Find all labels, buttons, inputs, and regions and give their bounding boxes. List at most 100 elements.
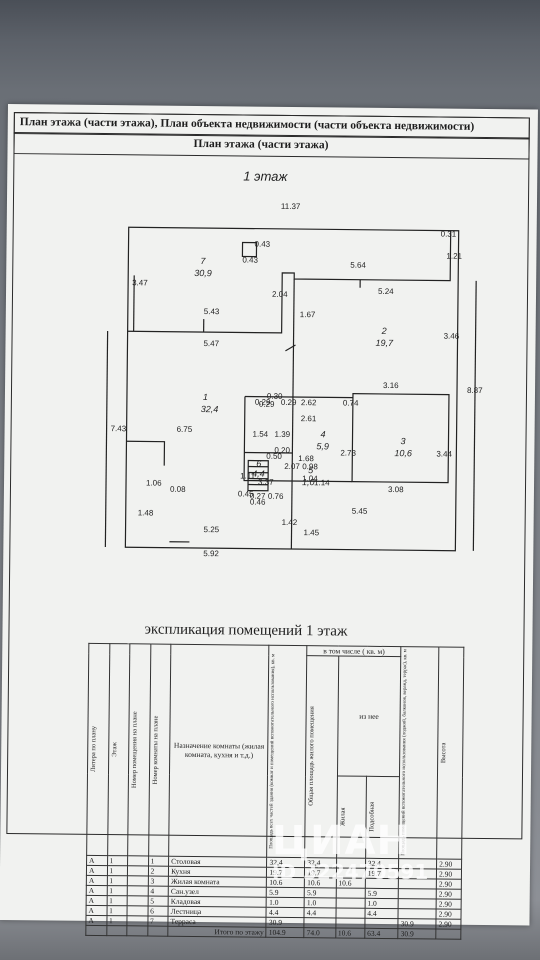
total-label: Итого по этажу bbox=[167, 925, 267, 937]
dim: 5.45 bbox=[352, 507, 368, 516]
explication-table: Литера по плану Этаж Номер помещения на … bbox=[85, 643, 464, 939]
cell-empty bbox=[127, 905, 148, 916]
dim: 3.44 bbox=[436, 450, 452, 459]
cell-other: 30.9 bbox=[398, 918, 437, 929]
th-plan-num: Номер помещения на плане bbox=[130, 711, 139, 789]
room-1-num: 1 bbox=[203, 392, 208, 402]
cell-floor: 1 bbox=[107, 855, 128, 866]
cell-empty bbox=[127, 865, 149, 876]
th-living-total: Общая площадь жилого помещения bbox=[307, 706, 316, 807]
cell-lit: А bbox=[86, 864, 108, 876]
dim: 3.16 bbox=[383, 381, 399, 390]
room-7-area: 30,9 bbox=[194, 268, 212, 278]
cell-gen: 1.0 bbox=[304, 897, 336, 908]
th-height: Высота bbox=[440, 742, 448, 764]
cell-name: Сан.узел bbox=[168, 885, 267, 897]
dim: 1.21 bbox=[446, 252, 462, 261]
cian-watermark: ЦИАН ID 322470591 bbox=[272, 818, 428, 884]
cell-floor: 1 bbox=[106, 875, 128, 886]
cell-name: Столовая bbox=[168, 855, 268, 867]
wall-room3 bbox=[351, 393, 450, 484]
cell-gen bbox=[304, 917, 336, 928]
cell-aux: 4.4 bbox=[364, 907, 399, 919]
dim: 1.39 bbox=[275, 430, 291, 439]
dim: 1.06 bbox=[146, 478, 162, 487]
cell-other bbox=[398, 888, 437, 899]
cell-h: 2.90 bbox=[435, 918, 461, 929]
cell-h: 2.90 bbox=[436, 908, 462, 919]
cell-empty bbox=[127, 875, 149, 886]
total-living: 10.6 bbox=[335, 927, 365, 938]
cell-name: Лестница bbox=[168, 905, 267, 917]
room-5-num: 5 bbox=[308, 465, 314, 475]
floor-label: 1 этаж bbox=[243, 168, 288, 183]
dim: 3.08 bbox=[388, 485, 404, 494]
document-sheet: План этажа (части этажа), План объекта н… bbox=[0, 104, 538, 939]
room-4-num: 4 bbox=[321, 429, 326, 439]
dim: 1.11 bbox=[240, 471, 256, 480]
dim: 0.45 bbox=[238, 489, 254, 498]
cell-h: 2.90 bbox=[436, 868, 462, 879]
dim: 8.87 bbox=[467, 386, 483, 395]
dim: 0.43 bbox=[242, 255, 258, 264]
cell-room: 7 bbox=[147, 915, 169, 926]
cell-floor: 1 bbox=[106, 885, 128, 896]
dim: 5.92 bbox=[203, 549, 219, 558]
cell-room: 1 bbox=[148, 855, 169, 866]
room-3-area: 10,6 bbox=[394, 448, 412, 458]
dim: 1.54 bbox=[253, 430, 269, 439]
cell-lit: А bbox=[86, 884, 107, 896]
cell-living bbox=[335, 887, 366, 898]
cell-gen: 5.9 bbox=[304, 887, 336, 898]
cell-h: 2.90 bbox=[436, 878, 462, 889]
dim: 0.43 bbox=[254, 240, 270, 249]
dim: 1.42 bbox=[282, 518, 298, 527]
cell-other bbox=[398, 908, 437, 919]
dim: 1.67 bbox=[300, 310, 316, 319]
cell-name: Кладовая bbox=[168, 895, 267, 907]
cell-total: 5.9 bbox=[266, 886, 305, 898]
dim: 2.62 bbox=[301, 398, 317, 407]
cell-empty bbox=[127, 855, 149, 866]
th-purpose: Назначение комнаты (жилая комната, кухня… bbox=[173, 741, 265, 760]
cell-name: Терраса bbox=[168, 915, 267, 927]
room-6-area: 4,4 bbox=[252, 469, 265, 479]
explication-title: экспликация помещений 1 этаж bbox=[144, 621, 348, 640]
dim: 0.76 bbox=[268, 492, 284, 501]
dim: 5.24 bbox=[378, 287, 394, 296]
dim: 0.50 bbox=[266, 452, 282, 461]
stairs bbox=[247, 459, 269, 492]
dim: 3.47 bbox=[132, 278, 148, 287]
total-gen: 74.0 bbox=[304, 927, 336, 938]
dim: 1.04 bbox=[302, 474, 318, 483]
watermark-brand: ЦИАН bbox=[272, 818, 412, 864]
dim: 1.45 bbox=[303, 528, 319, 537]
cell-living bbox=[335, 917, 365, 928]
dim: 5.47 bbox=[203, 339, 219, 348]
wall-stair bbox=[244, 451, 293, 454]
cell-room: 5 bbox=[147, 895, 169, 906]
dim: 5.25 bbox=[204, 525, 220, 534]
cell-lit: А bbox=[86, 894, 107, 906]
cell-total: 4.4 bbox=[266, 906, 305, 918]
room-5-area: 1,0 bbox=[302, 477, 315, 487]
dim: 0.46 bbox=[250, 498, 266, 507]
cell-lit: А bbox=[86, 854, 108, 866]
th-litera: Литера по плану bbox=[90, 726, 98, 773]
dim: 0.31 bbox=[441, 230, 457, 239]
cell-empty bbox=[126, 915, 148, 926]
cell-room: 3 bbox=[147, 875, 169, 886]
wall-hall bbox=[243, 396, 353, 483]
cell-total: 30.9 bbox=[266, 916, 305, 928]
dim: 2.73 bbox=[340, 448, 356, 457]
plan-outline bbox=[124, 226, 460, 552]
dim: 0.29 bbox=[259, 400, 275, 409]
dim: 3.46 bbox=[444, 332, 460, 341]
cell-name: Кухня bbox=[168, 865, 267, 877]
dim: 0.08 bbox=[170, 485, 186, 494]
cell-name: Жилая комната bbox=[168, 875, 267, 887]
dim: 1.14 bbox=[314, 478, 330, 487]
cell-lit: А bbox=[86, 904, 107, 916]
dim: 1.48 bbox=[138, 508, 154, 517]
dim: 1.68 bbox=[298, 454, 314, 463]
